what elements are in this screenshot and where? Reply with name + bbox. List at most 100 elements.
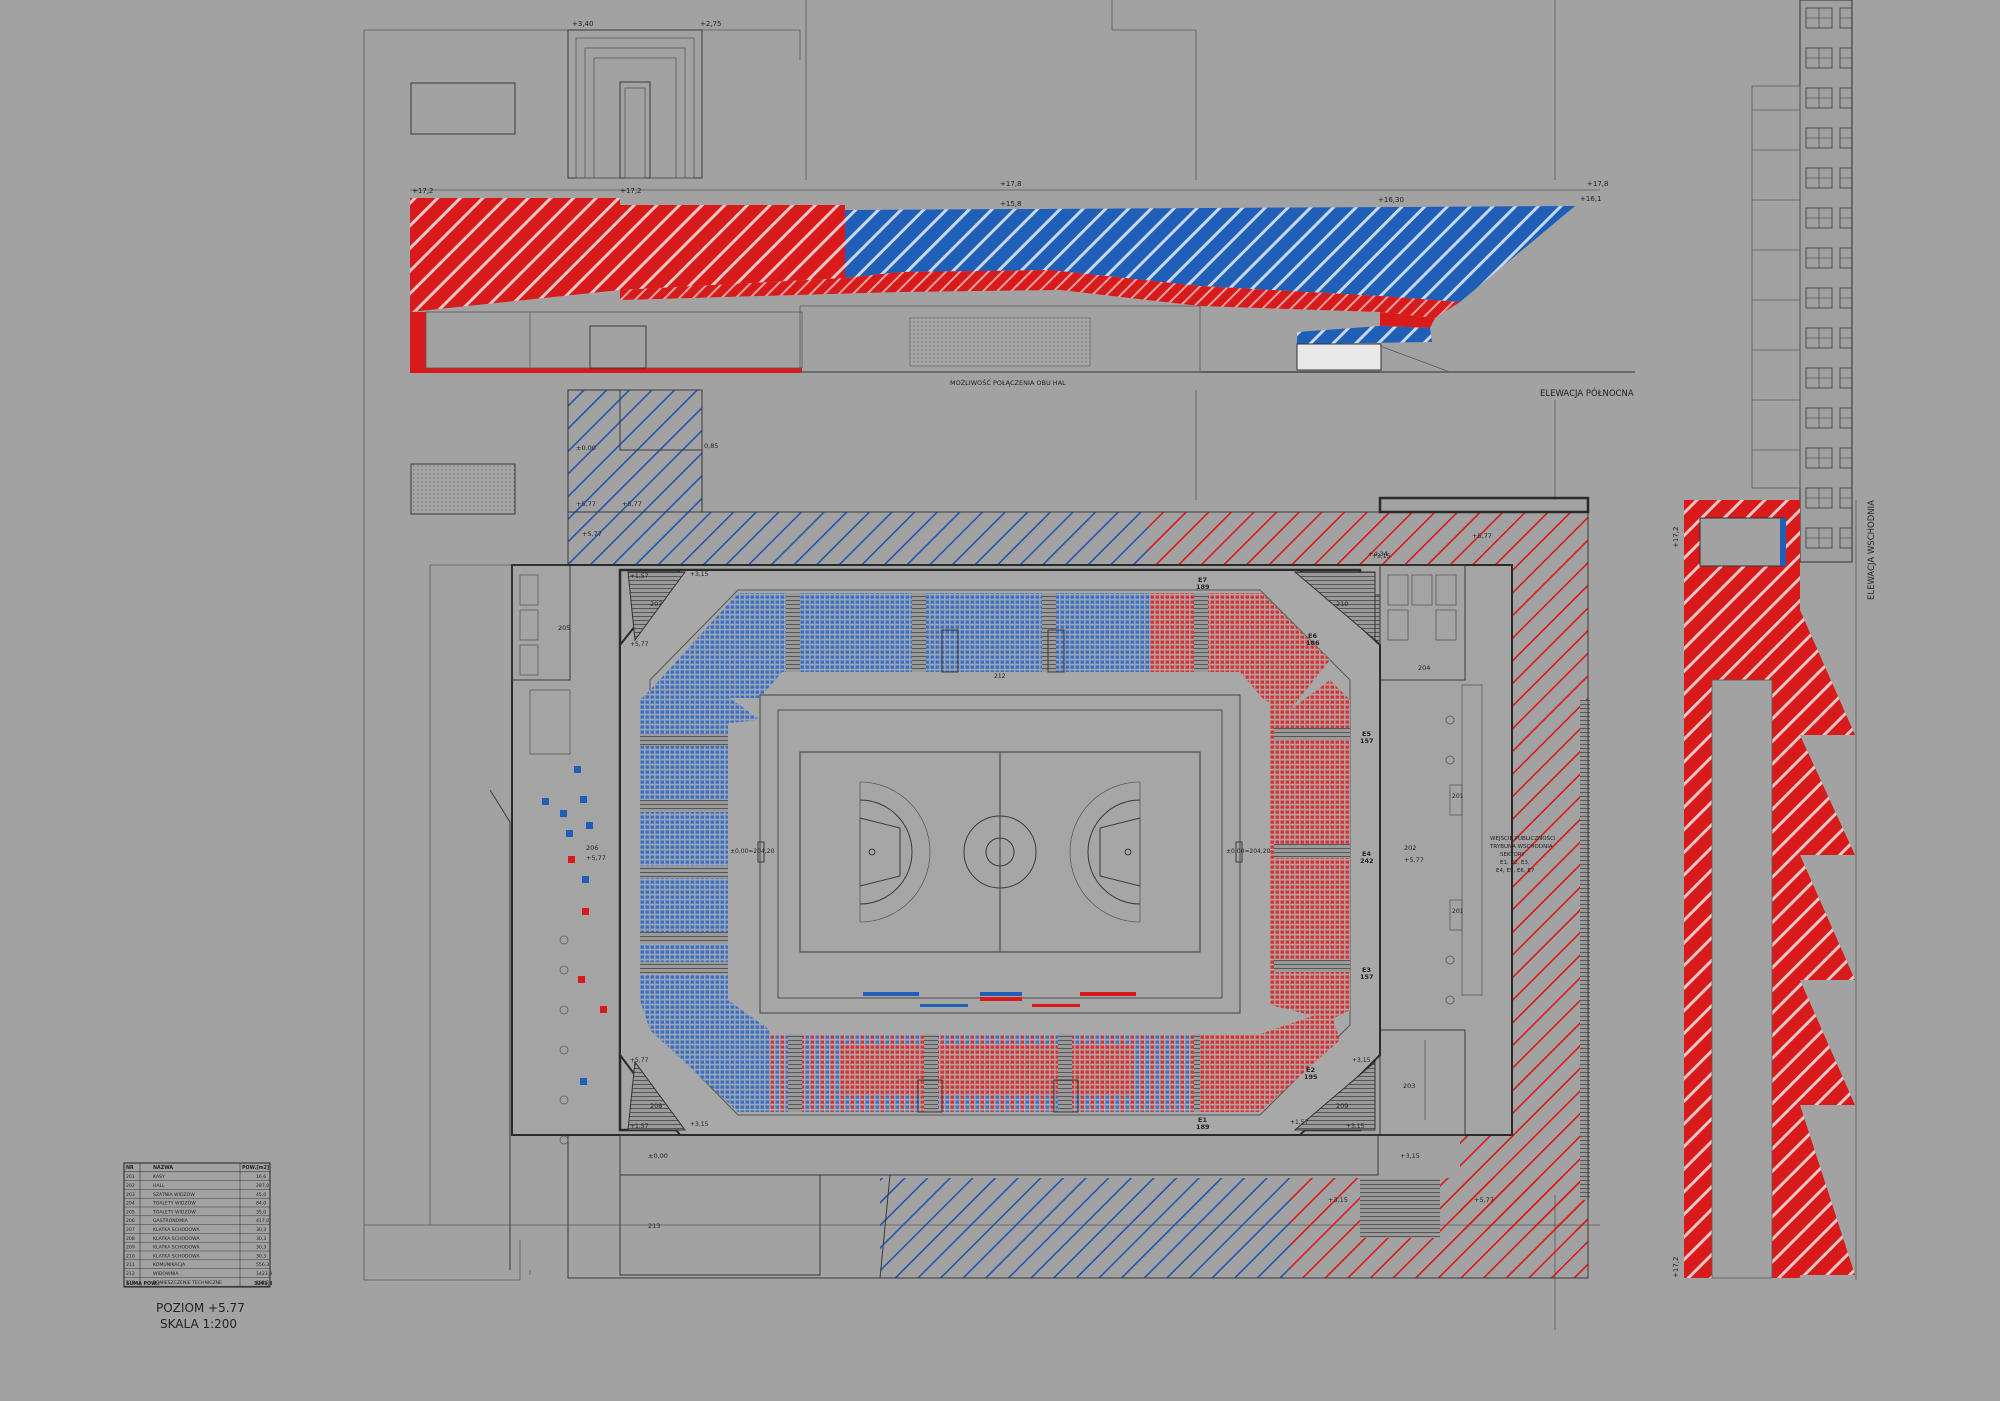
room-label: 209 bbox=[1336, 1102, 1348, 1110]
upper-left-outlines: +3,40 +2,75 bbox=[410, 20, 721, 515]
connection-note: MOŻLIWOŚĆ POŁĄCZENIA OBU HAL bbox=[950, 378, 1066, 387]
level-mark: +5,77 bbox=[1404, 856, 1424, 864]
level-mark: +5,77 bbox=[576, 500, 596, 508]
room-label: 212 bbox=[994, 673, 1006, 680]
table-cell-area: 30,3 bbox=[256, 1236, 266, 1242]
table-header: POW.[m2] bbox=[242, 1165, 269, 1171]
level-mark: +3,15 bbox=[1346, 1123, 1365, 1130]
sector-labels: E7 189 E6 186 E5 157 E4 242 E3 157 E2 19… bbox=[1196, 576, 1374, 1131]
table-cell-name: GASTRONOMIA bbox=[153, 1218, 189, 1224]
level-mark: +2,75 bbox=[700, 20, 721, 28]
table-cell-area: 30,3 bbox=[256, 1245, 266, 1251]
table-cell-number: 209 bbox=[126, 1245, 135, 1251]
table-cell-number: 201 bbox=[126, 1174, 135, 1180]
room-label: 213 bbox=[648, 1222, 660, 1230]
table-cell-area: 184,2 bbox=[256, 1280, 269, 1286]
table-total-value: 3243,3 bbox=[254, 1281, 273, 1287]
table-cell-number: 207 bbox=[126, 1227, 135, 1233]
table-header: NAZWA bbox=[153, 1165, 173, 1171]
level-mark: 0,85 bbox=[704, 442, 718, 450]
entry-note-line: E4, E5, E6, E7 bbox=[1496, 868, 1535, 874]
table-cell-area: 84,0 bbox=[256, 1201, 266, 1207]
room-label: 205 bbox=[558, 624, 570, 632]
table-cell-area: 556,3 bbox=[256, 1262, 269, 1268]
entry-note-line: E1, E2, E3, bbox=[1500, 860, 1530, 866]
room-label: 206 bbox=[586, 844, 598, 852]
level-mark: +3,15 bbox=[1400, 1152, 1420, 1160]
level-mark: +17,8 bbox=[1587, 180, 1608, 188]
court-level: ±0,00=204,20 bbox=[1226, 848, 1271, 855]
level-mark: +1,57 bbox=[1290, 1119, 1309, 1126]
north-elevation-title: ELEWACJA PÓŁNOCNA bbox=[1540, 387, 1634, 399]
table-cell-name: KASY bbox=[153, 1174, 165, 1180]
level-mark: +17,2 bbox=[412, 187, 433, 195]
table-cell-name: TOALETY WIDZÓW bbox=[152, 1200, 196, 1207]
entry-note-line: TRYBUNA WSCHODNIA bbox=[1489, 844, 1553, 850]
room-label: 201 bbox=[1452, 908, 1464, 915]
sector-label: E3 bbox=[1362, 966, 1371, 974]
table-cell-number: 204 bbox=[126, 1201, 135, 1207]
table-cell-name: KLATKA SCHODOWA bbox=[153, 1253, 200, 1259]
sector-count: 195 bbox=[1304, 1073, 1318, 1081]
table-cell-number: 203 bbox=[126, 1192, 135, 1198]
red-stand-section bbox=[410, 198, 620, 312]
level-mark: ±0,00 bbox=[576, 444, 596, 452]
table-cell-number: 205 bbox=[126, 1209, 135, 1215]
level-mark: +5,77 bbox=[586, 854, 606, 862]
level-mark: +16,30 bbox=[1378, 196, 1404, 204]
room-label: 204 bbox=[1418, 664, 1430, 672]
west-stand-blue bbox=[640, 700, 728, 1000]
sector-count: 189 bbox=[1196, 583, 1210, 591]
room-label: 203 bbox=[1403, 1082, 1415, 1090]
level-mark: +17,2 bbox=[1672, 1257, 1680, 1278]
court-level: ±0,00=204,20 bbox=[730, 848, 775, 855]
level-mark: +5,77 bbox=[1474, 1196, 1494, 1204]
entry-note-line: SEKTORY bbox=[1500, 852, 1525, 858]
table-cell-area: 287,0 bbox=[256, 1183, 269, 1189]
north-stand-blue bbox=[740, 593, 1150, 672]
sector-label: E6 bbox=[1308, 632, 1317, 640]
sector-label: E1 bbox=[1198, 1116, 1207, 1124]
sector-count: 189 bbox=[1196, 1123, 1210, 1131]
table-cell-number: 206 bbox=[126, 1218, 135, 1224]
scale-caption: SKALA 1:200 bbox=[160, 1317, 237, 1331]
sector-label: E4 bbox=[1362, 850, 1371, 858]
level-mark: +17,2 bbox=[1672, 527, 1680, 548]
level-mark: +1,57 bbox=[630, 1123, 649, 1130]
north-elevation: +17,2 +17,2 +17,8 +15,8 +16,30 +17,8 +16… bbox=[410, 180, 1635, 399]
east-elevation: +17,2 +17,2 ELEWACJA WSCHODNIA bbox=[1672, 0, 1877, 1280]
table-cell-number: 211 bbox=[126, 1262, 135, 1268]
table-cell-name: KLATKA SCHODOWA bbox=[153, 1227, 200, 1233]
table-cell-number: 202 bbox=[126, 1183, 135, 1189]
level-mark: +3,15 bbox=[1372, 553, 1391, 560]
level-mark: +3,15 bbox=[690, 1121, 709, 1128]
table-cell-area: 45,0 bbox=[256, 1192, 266, 1198]
level-mark: +1,57 bbox=[630, 573, 649, 580]
table-cell-number: 208 bbox=[126, 1236, 135, 1242]
level-mark: +3,15 bbox=[1352, 1057, 1371, 1064]
level-mark: +17,8 bbox=[1000, 180, 1021, 188]
table-cell-area: 1423,3 bbox=[256, 1271, 272, 1277]
sector-count: 186 bbox=[1306, 639, 1320, 647]
level-mark: +5,77 bbox=[1472, 532, 1492, 540]
level-mark: +5,77 bbox=[622, 500, 642, 508]
table-cell-name: SZATNIA WIDZÓW bbox=[153, 1191, 195, 1198]
level-mark: +5,77 bbox=[630, 1057, 649, 1064]
table-cell-number: 210 bbox=[126, 1253, 135, 1259]
table-cell-area: 417,0 bbox=[256, 1218, 269, 1224]
room-label: 207 bbox=[650, 600, 662, 608]
level-mark: +5,77 bbox=[582, 530, 602, 538]
level-mark: +4,34 bbox=[1368, 550, 1388, 558]
table-cell-name: HALL bbox=[153, 1183, 165, 1189]
table-cell-number: 212 bbox=[126, 1271, 135, 1277]
sector-count: 157 bbox=[1360, 737, 1374, 745]
column-circles bbox=[559, 715, 1455, 1145]
sector-label: E7 bbox=[1198, 576, 1207, 584]
entry-note-line: WEJŚCIE PUBLICZNOŚCI bbox=[1490, 835, 1556, 842]
room-label: 210 bbox=[1336, 600, 1348, 608]
room-label: 201 bbox=[1452, 793, 1464, 800]
table-cell-area: 16,6 bbox=[256, 1174, 266, 1180]
table-cell-name: POMIESZCZENIE TECHNICZNE bbox=[153, 1280, 222, 1286]
